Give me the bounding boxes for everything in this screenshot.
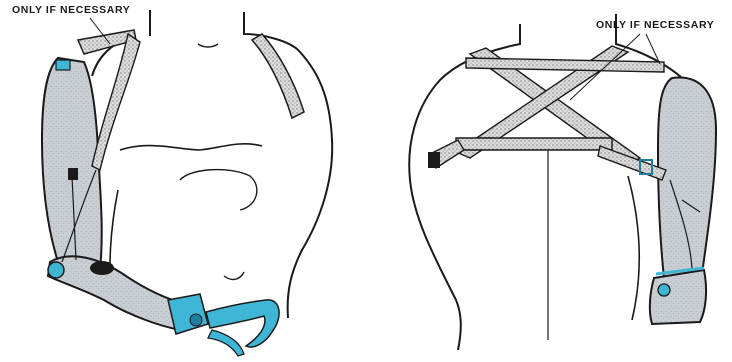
back-view: [409, 14, 716, 350]
front-chest-line: [120, 144, 262, 150]
front-elbow-hinge: [90, 261, 114, 275]
front-terminal-device-wrist: [168, 294, 208, 334]
front-control-cable-strap: [92, 34, 140, 170]
front-strap-buckle-top: [56, 60, 70, 70]
back-harness-strap-mid: [456, 138, 612, 150]
callout-only-if-necessary-back: ONLY IF NECESSARY: [596, 19, 714, 31]
front-view: [42, 10, 332, 356]
front-prosthesis-forearm: [48, 256, 186, 330]
back-side-right: [628, 176, 639, 320]
front-terminal-device-finger: [208, 330, 244, 356]
front-terminal-device-hub: [190, 314, 202, 326]
back-prosthesis-upper-arm: [658, 77, 716, 278]
front-sternum: [198, 44, 218, 47]
front-abdomen-line: [180, 170, 257, 210]
back-elbow-joint: [658, 284, 670, 296]
back-harness-buckle-left: [428, 152, 440, 168]
front-cable-buckle: [68, 168, 78, 180]
front-harness-strap-right: [252, 34, 304, 118]
front-elbow-joint: [48, 262, 64, 278]
back-harness-strap-right-end: [598, 146, 666, 180]
back-prosthesis-forearm: [650, 270, 706, 324]
front-navel: [224, 272, 244, 279]
callout-only-if-necessary-front: ONLY IF NECESSARY: [12, 4, 130, 16]
